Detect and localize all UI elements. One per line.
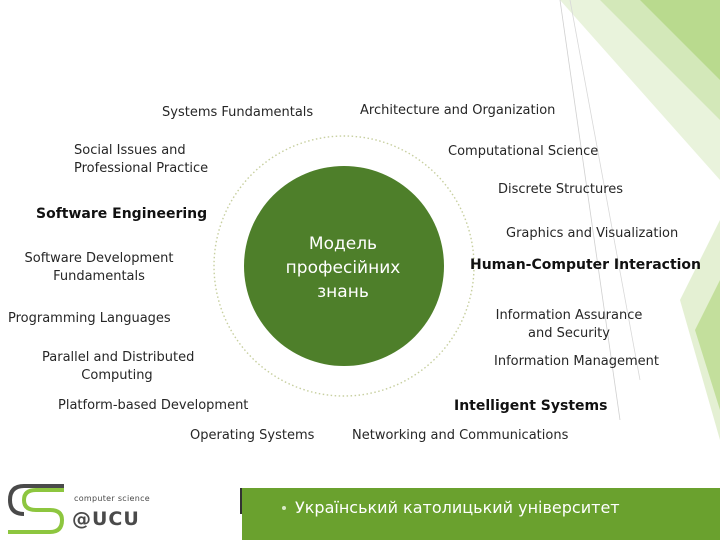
topic-software-engineering: Software Engineering	[36, 206, 208, 222]
topic-software-development-line-1: Software Development	[24, 251, 174, 266]
topic-networking: Networking and Communications	[352, 428, 569, 443]
center-title-line-1: Модель	[308, 234, 378, 254]
topic-social-issues: Social Issues and Professional Practice	[74, 142, 208, 178]
topic-operating-systems: Operating Systems	[190, 428, 315, 443]
topic-parallel-distributed-line-1: Parallel and Distributed	[42, 350, 195, 365]
topic-information-assurance: Information Assurance and Security	[494, 307, 644, 343]
topic-graphics: Graphics and Visualization	[506, 226, 679, 241]
topic-intelligent-systems: Intelligent Systems	[454, 398, 608, 414]
footer-separator	[240, 488, 243, 514]
topic-architecture: Architecture and Organization	[360, 103, 556, 118]
topic-social-issues-line-2: Professional Practice	[74, 161, 209, 176]
center-title-line-2: професійних	[285, 258, 401, 278]
topic-discrete-structures: Discrete Structures	[498, 182, 624, 197]
topic-parallel-distributed-line-2: Computing	[81, 368, 153, 383]
topic-software-development-line-2: Fundamentals	[53, 269, 145, 284]
center-title: Модель професійних знань	[268, 232, 418, 304]
topic-social-issues-line-1: Social Issues and	[74, 143, 186, 158]
center-title-line-3: знань	[317, 282, 369, 302]
topic-information-management: Information Management	[494, 354, 660, 369]
topic-platform-based: Platform-based Development	[58, 398, 249, 413]
logo-subtitle: computer science	[74, 494, 151, 503]
topic-software-development: Software Development Fundamentals	[24, 250, 174, 286]
topic-information-assurance-line-2: and Security	[528, 326, 610, 341]
topic-information-assurance-line-1: Information Assurance	[495, 308, 643, 323]
topic-computational-science: Computational Science	[448, 144, 599, 159]
topic-systems-fundamentals: Systems Fundamentals	[162, 105, 314, 120]
topic-hci: Human-Computer Interaction	[470, 257, 702, 273]
topic-parallel-distributed: Parallel and Distributed Computing	[42, 349, 195, 385]
footer-bar	[242, 488, 720, 540]
center-circle	[244, 166, 444, 366]
footer-university-name: Український католицький університет	[295, 498, 620, 517]
footer-dot	[282, 506, 286, 510]
ucu-logo-mark	[7, 484, 65, 534]
outer-dotted-ring	[213, 135, 475, 397]
topic-programming-languages: Programming Languages	[8, 311, 171, 326]
logo-ucu: @UCU	[72, 508, 140, 530]
